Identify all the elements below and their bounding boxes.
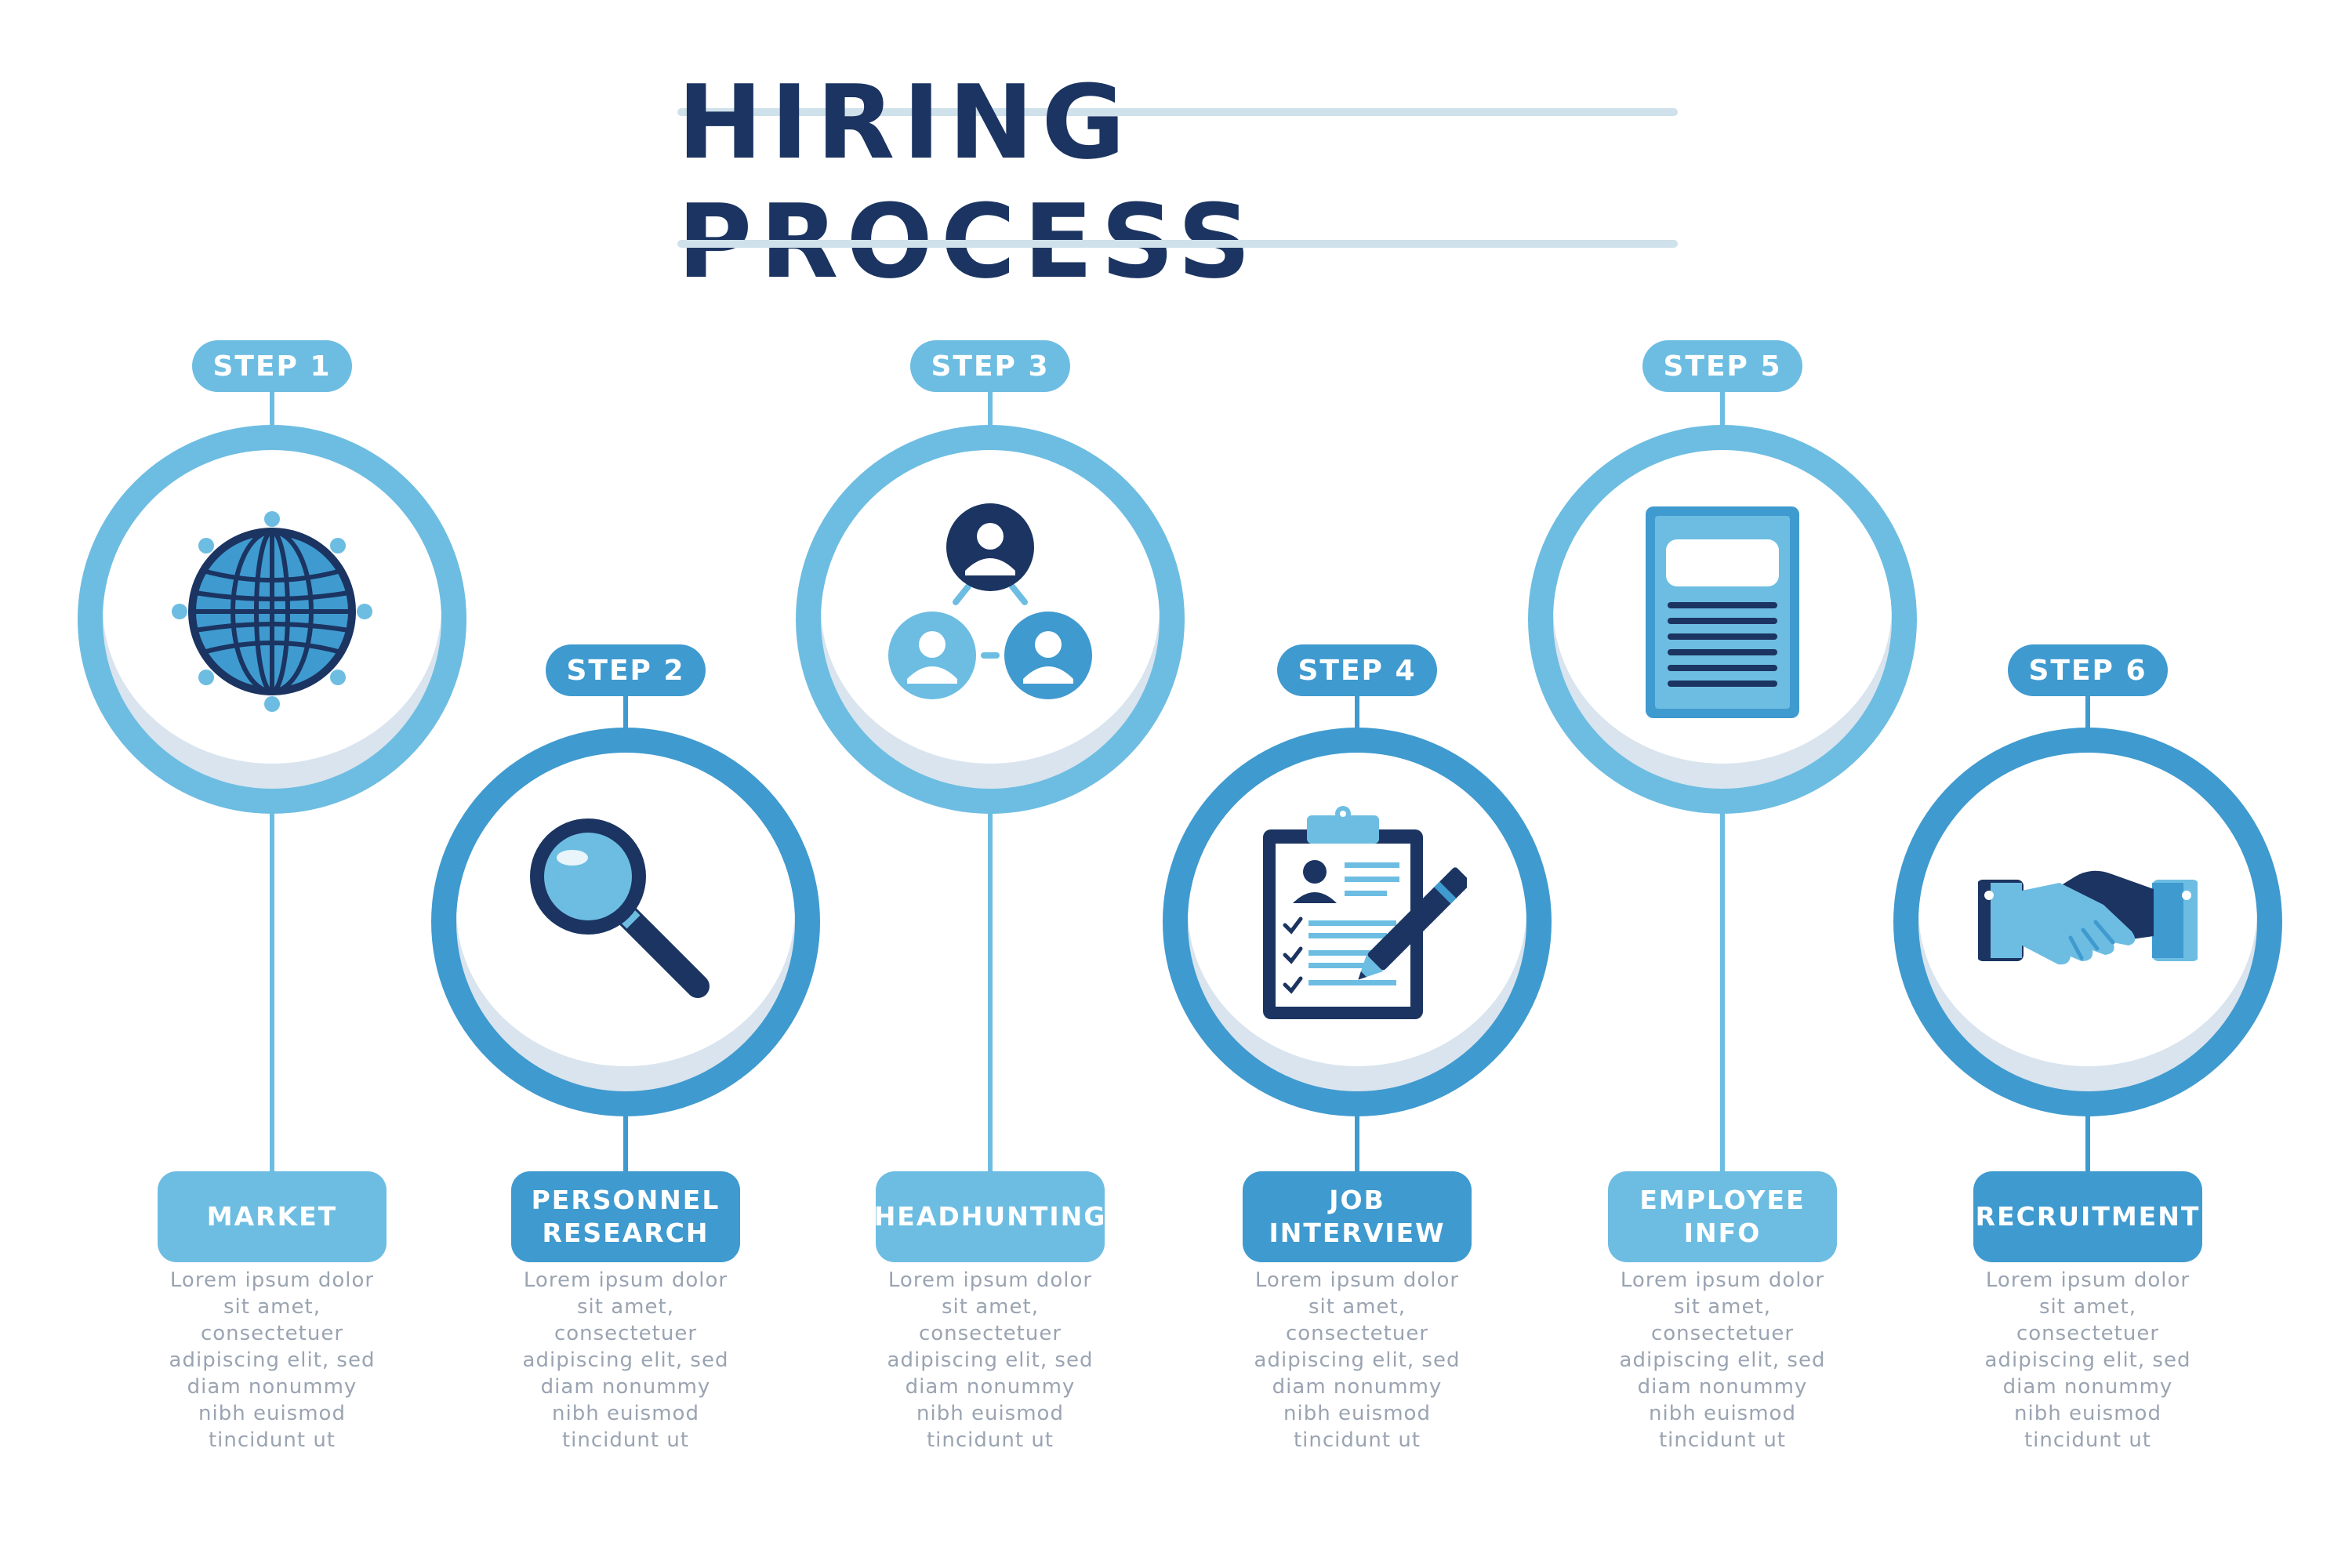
step-1-badge: STEP 1 (192, 340, 352, 392)
step-1-description: Lorem ipsum dolor sit amet, consectetuer… (169, 1269, 376, 1452)
step-6-circle (1893, 728, 2282, 1116)
step-6-description: Lorem ipsum dolor sit amet, consectetuer… (1984, 1269, 2191, 1452)
document-icon (1646, 506, 1799, 718)
step-2-description: Lorem ipsum dolor sit amet, consectetuer… (522, 1269, 729, 1452)
step-3-circle (796, 425, 1185, 814)
step-6-connector-top (2085, 696, 2090, 735)
page-title: HIRING PROCESS (677, 63, 1259, 301)
people-network-icon (888, 503, 1092, 699)
step-3-connector-bottom (988, 808, 993, 1176)
step-3-connector-top (988, 392, 993, 431)
step-5-badge: STEP 5 (1642, 340, 1802, 392)
step-4-connector-bottom (1355, 1110, 1359, 1176)
step-5-circle (1528, 425, 1917, 814)
title-rule-bottom (677, 240, 1678, 248)
step-5-description: Lorem ipsum dolor sit amet, consectetuer… (1619, 1269, 1826, 1452)
step-4-description: Lorem ipsum dolor sit amet, consectetuer… (1254, 1269, 1461, 1452)
step-1-label: MARKET (158, 1171, 387, 1262)
title-rule-top (677, 108, 1678, 116)
globe-icon (172, 511, 372, 712)
step-2-badge: STEP 2 (546, 644, 706, 696)
step-5-connector-bottom (1720, 808, 1725, 1176)
step-6-connector-bottom (2085, 1110, 2090, 1176)
step-3-description: Lorem ipsum dolor sit amet, consectetuer… (887, 1269, 1094, 1452)
step-2-label: PERSONNEL RESEARCH (511, 1171, 740, 1262)
step-5-connector-top (1720, 392, 1725, 431)
step-4-label: JOB INTERVIEW (1243, 1171, 1472, 1262)
step-1-connector-bottom (270, 808, 274, 1176)
step-3-badge: STEP 3 (910, 340, 1070, 392)
step-1-circle (78, 425, 466, 814)
step-3-label: HEADHUNTING (874, 1171, 1105, 1262)
magnifier-icon (530, 818, 710, 998)
clipboard-pencil-icon (1263, 806, 1467, 1019)
step-1-connector-top (270, 392, 274, 431)
step-6-label: RECRUITMENT (1973, 1171, 2202, 1262)
step-2-circle (431, 728, 820, 1116)
step-6-badge: STEP 6 (2008, 644, 2168, 696)
handshake-icon (1978, 870, 2198, 965)
step-4-badge: STEP 4 (1277, 644, 1437, 696)
step-2-connector-bottom (623, 1110, 628, 1176)
step-4-circle (1163, 728, 1552, 1116)
step-2-connector-top (623, 696, 628, 735)
step-5-label: EMPLOYEE INFO (1608, 1171, 1837, 1262)
step-4-connector-top (1355, 696, 1359, 735)
